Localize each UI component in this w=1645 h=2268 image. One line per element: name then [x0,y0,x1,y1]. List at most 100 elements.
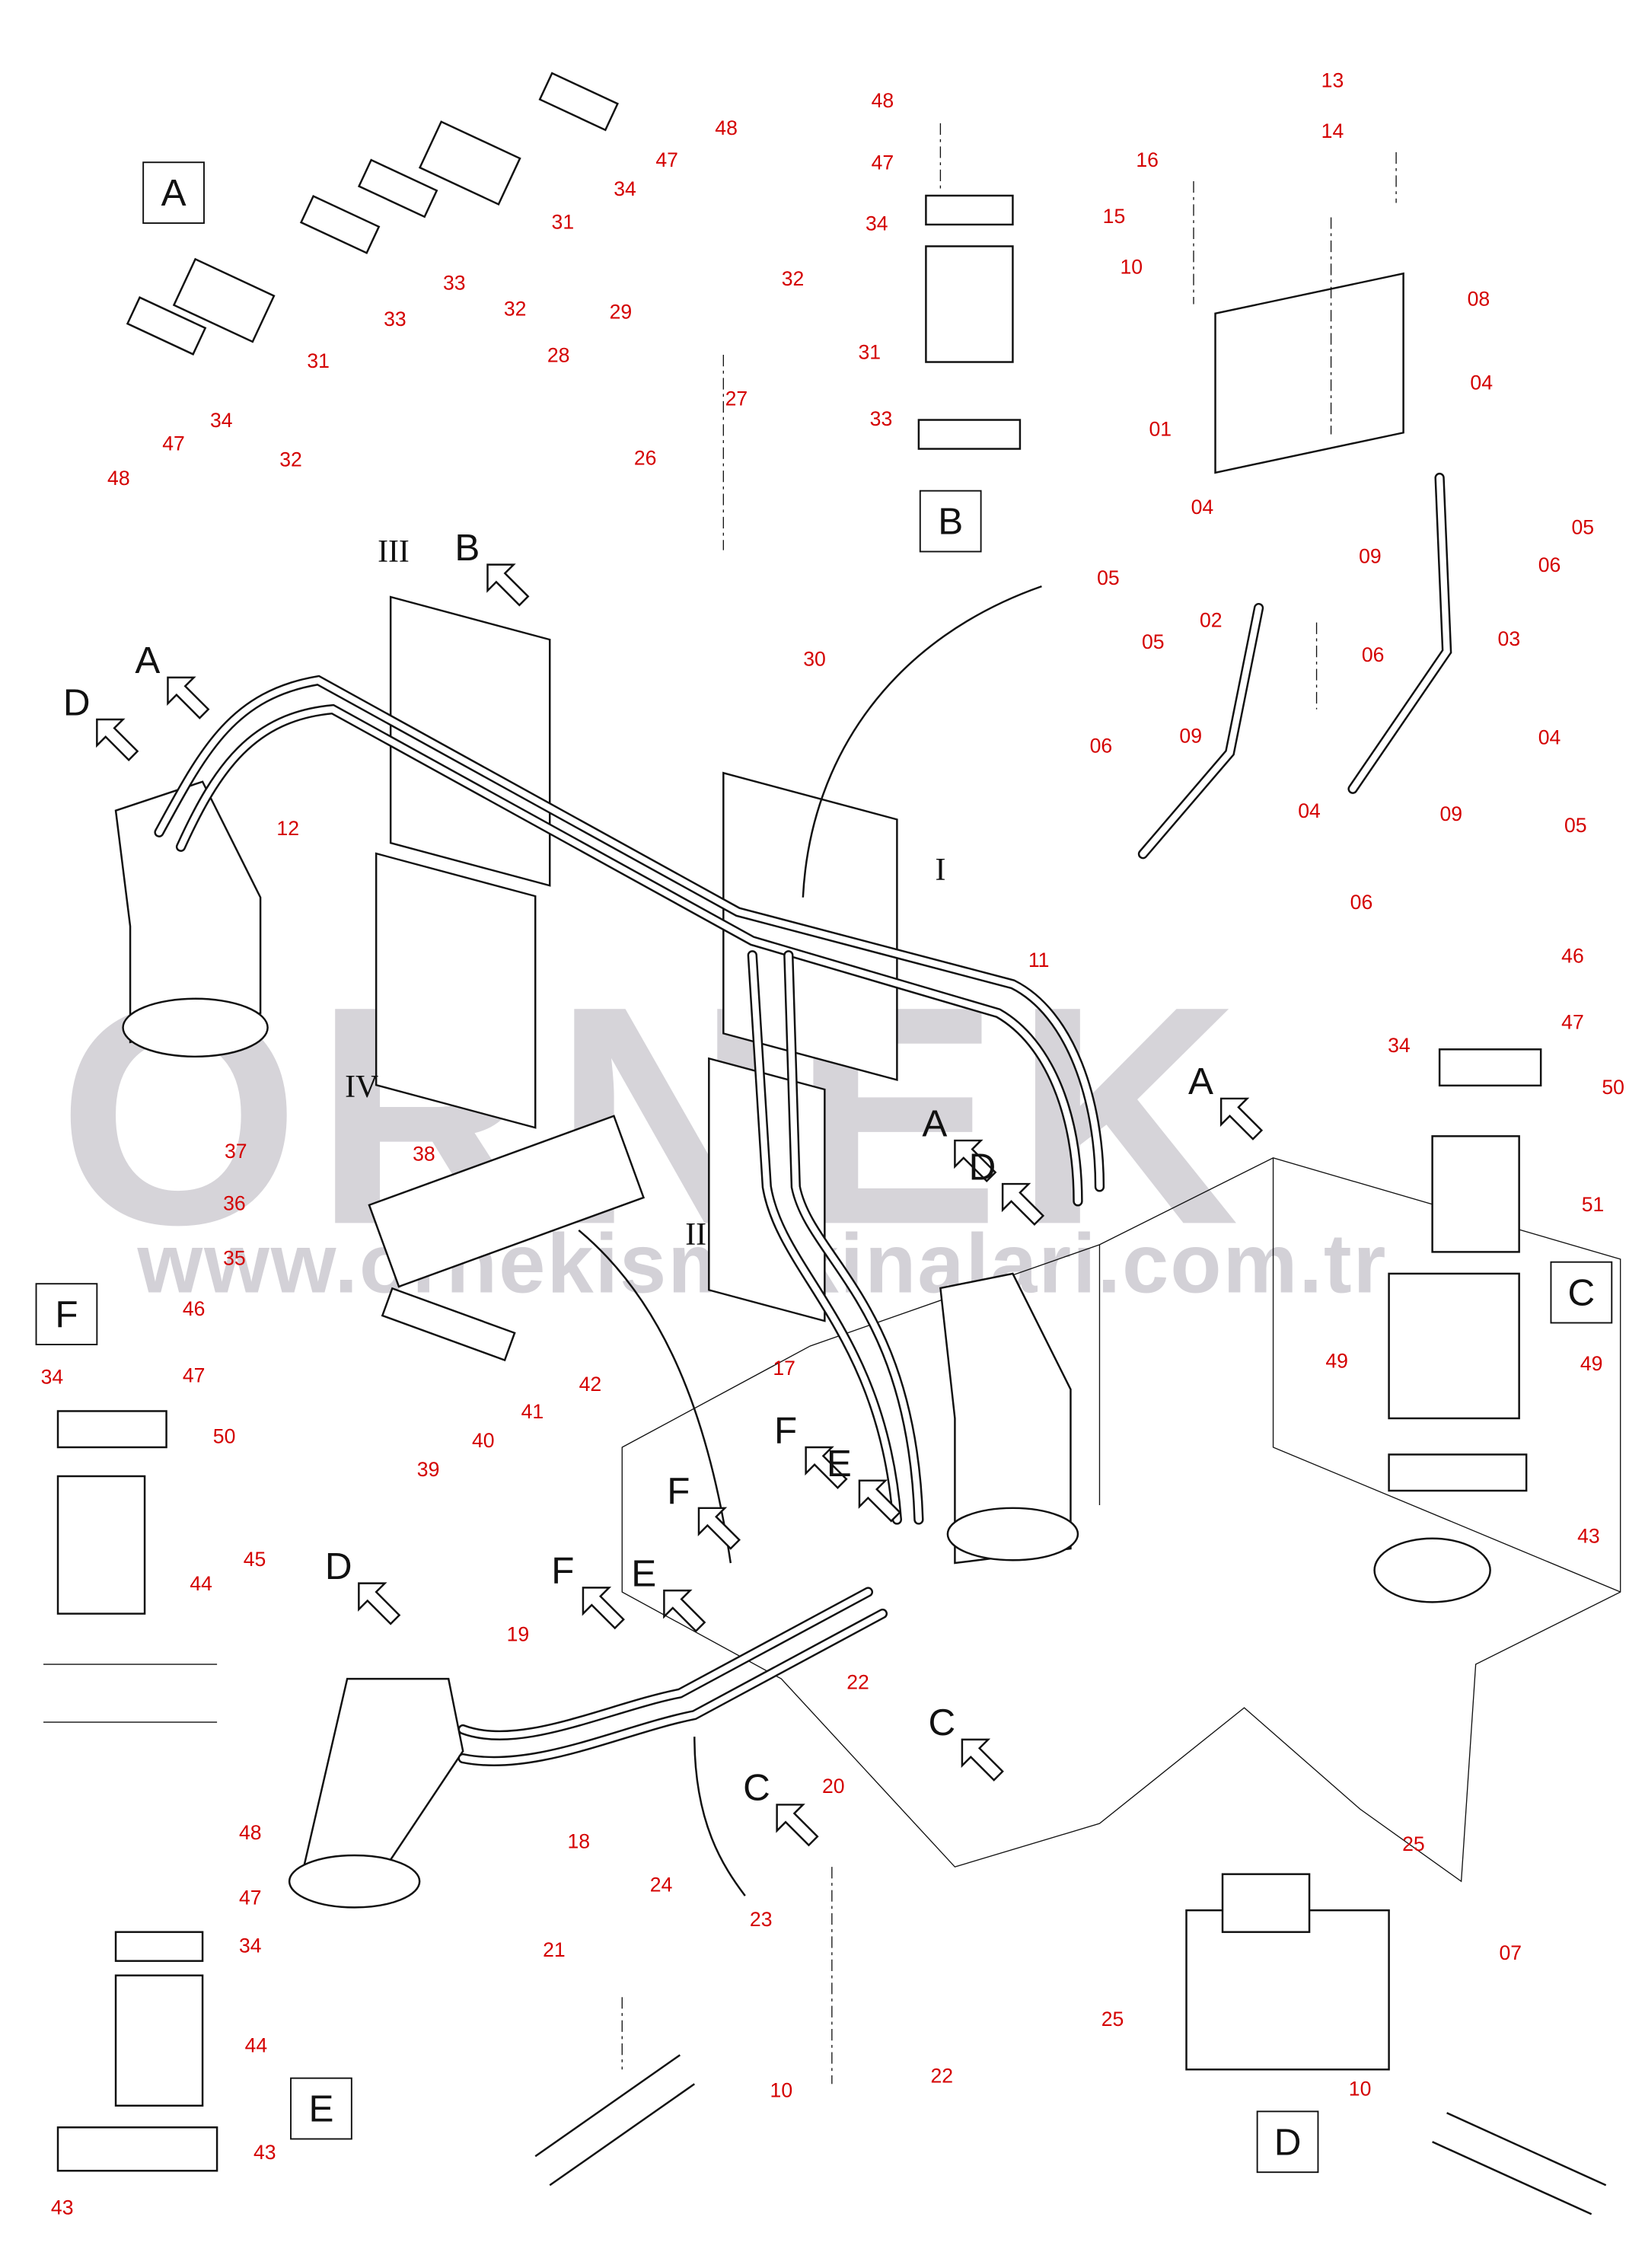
detail-box-c: C [1550,1261,1613,1324]
callout-part-05: 05 [1564,814,1587,837]
callout-part-22: 22 [846,1670,869,1693]
callout-part-17: 17 [773,1357,795,1380]
callout-part-33: 33 [870,407,893,430]
callout-part-34: 34 [1388,1034,1411,1057]
callout-part-35: 35 [223,1247,246,1270]
view-arrow-letter: F [551,1550,574,1592]
detail-box-label: F [55,1293,78,1335]
view-arrow-icon [858,1479,901,1523]
callout-part-04: 04 [1470,372,1493,394]
view-arrow-letter: E [827,1443,852,1485]
callout-part-25: 25 [1101,2008,1124,2030]
detail-box-a: A [142,161,205,225]
callout-part-37: 37 [225,1140,247,1163]
callout-part-03: 03 [1498,627,1521,650]
callout-part-19: 19 [507,1623,530,1646]
callout-part-01: 01 [1149,417,1172,440]
callout-part-06: 06 [1350,891,1373,914]
callout-part-50: 50 [213,1424,236,1447]
callout-part-34: 34 [614,177,636,200]
callout-part-32: 32 [504,298,527,321]
callout-part-14: 14 [1321,120,1344,142]
machine-frame [43,1157,1621,1883]
view-arrow-letter: C [743,1767,770,1809]
callout-part-07: 07 [1499,1941,1522,1964]
callout-part-31: 31 [552,211,575,234]
callout-part-04: 04 [1298,799,1321,822]
roman-view-label: IV [345,1070,378,1105]
callout-numbers: 4847343231333332313447482829272630484734… [41,69,1624,2219]
view-arrow-letter: A [1188,1061,1213,1102]
callout-part-13: 13 [1321,69,1344,91]
callout-part-34: 34 [41,1365,64,1388]
callout-part-09: 09 [1359,545,1382,568]
callout-part-31: 31 [307,349,330,372]
callout-part-05: 05 [1142,630,1165,653]
view-arrow-icon [1219,1097,1264,1140]
callout-part-02: 02 [1200,608,1223,631]
detail-box-label: D [1274,2121,1302,2163]
callout-part-48: 48 [872,89,894,112]
callout-part-05: 05 [1571,516,1594,539]
callout-part-48: 48 [107,467,130,490]
callout-part-06: 06 [1362,643,1385,666]
callout-part-43: 43 [253,2141,276,2164]
callout-part-47: 47 [655,148,678,171]
callout-part-30: 30 [803,648,826,671]
callout-part-40: 40 [472,1429,495,1452]
callout-part-04: 04 [1191,496,1214,518]
callout-part-08: 08 [1468,287,1490,310]
view-arrow-letter: B [454,527,480,569]
callout-part-09: 09 [1440,802,1463,825]
callout-part-45: 45 [244,1548,266,1571]
assembly-lines [578,123,1397,2085]
roman-view-label: III [378,534,410,569]
callout-part-36: 36 [223,1191,246,1214]
callout-part-06: 06 [1090,735,1113,758]
view-arrow-letter: D [969,1146,996,1188]
callout-part-34: 34 [210,409,233,432]
callout-part-25: 25 [1402,1833,1425,1855]
view-arrow-icon [954,1139,997,1183]
callout-part-24: 24 [650,1873,673,1896]
callout-part-47: 47 [239,1887,262,1909]
callout-part-32: 32 [782,267,805,290]
detail-box-f: F [35,1283,98,1345]
detail-box-label: B [938,501,963,543]
callout-part-44: 44 [245,2034,268,2056]
callout-part-11: 11 [1028,949,1050,971]
callout-part-15: 15 [1103,205,1126,228]
view-arrow-icon [697,1507,741,1550]
roman-view-label: I [935,853,945,888]
detail-box-d: D [1256,2110,1319,2174]
detail-box-label: E [308,2088,333,2130]
view-arrow-icon [358,1582,401,1625]
callout-part-32: 32 [279,448,302,471]
callout-part-50: 50 [1602,1076,1624,1099]
view-arrow-letter: D [63,681,91,723]
hydraulic-lines [154,472,1607,2215]
callout-part-33: 33 [384,308,406,330]
callout-part-26: 26 [634,446,657,469]
callout-part-49: 49 [1580,1352,1603,1375]
callout-part-47: 47 [162,432,185,455]
callout-part-23: 23 [750,1908,773,1931]
callout-part-18: 18 [567,1829,590,1852]
callout-part-47: 47 [1561,1011,1584,1034]
view-arrow-icon [486,563,530,607]
callout-part-27: 27 [725,388,748,410]
callout-part-06: 06 [1538,553,1561,576]
callout-part-42: 42 [579,1373,602,1396]
callout-part-10: 10 [770,2078,793,2101]
callout-part-34: 34 [239,1934,262,1957]
callout-part-05: 05 [1097,566,1120,589]
callout-part-47: 47 [183,1364,206,1386]
callout-part-16: 16 [1136,148,1159,171]
callout-part-34: 34 [866,212,888,235]
callout-part-48: 48 [239,1821,262,1844]
roman-view-label: II [685,1217,706,1252]
view-arrow-icon [96,718,139,761]
